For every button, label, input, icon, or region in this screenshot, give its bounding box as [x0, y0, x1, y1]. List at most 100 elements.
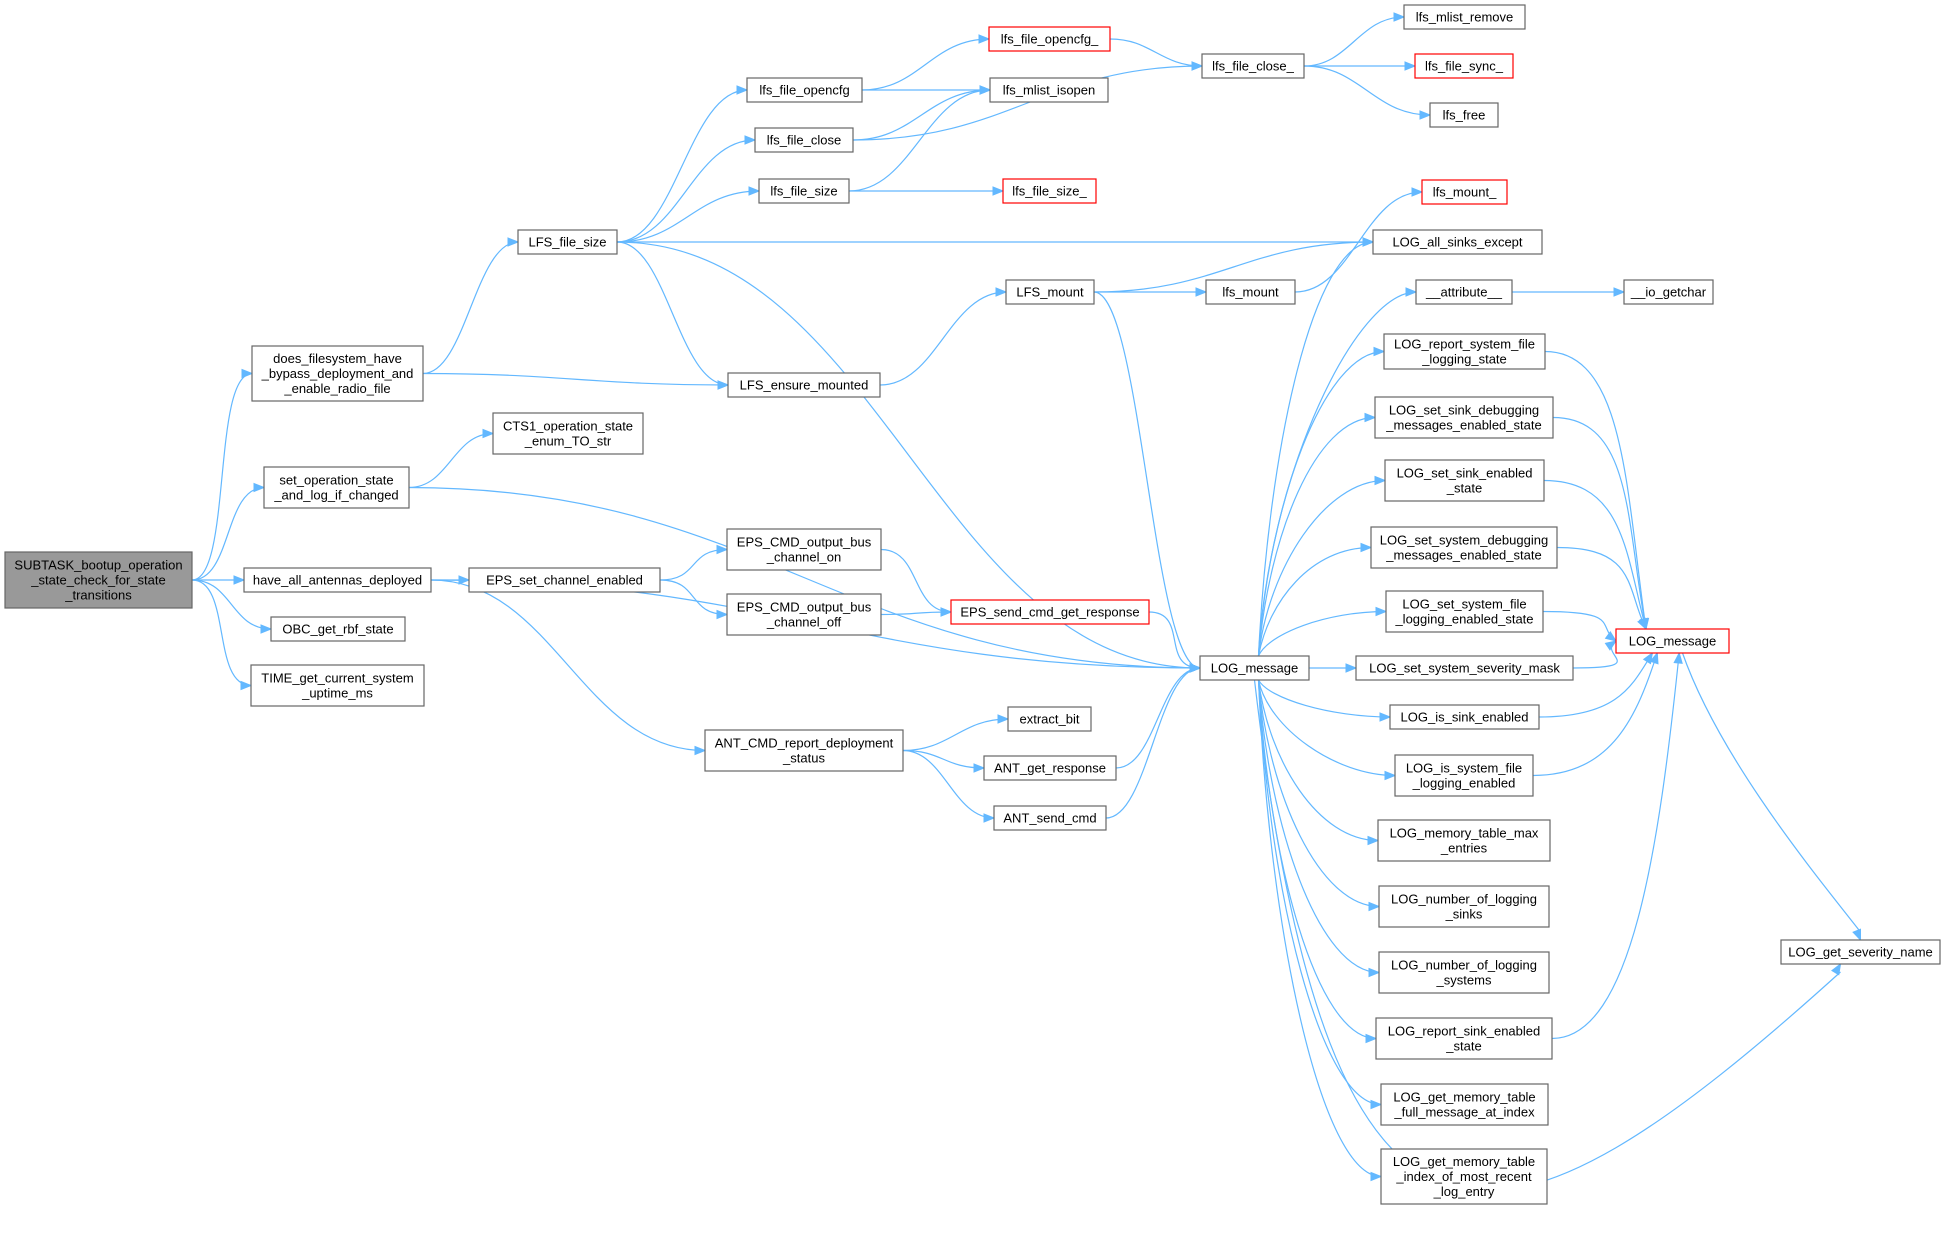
call-edge-log_set_sev-to-LOG_message_r: [1572, 640, 1618, 669]
node-box: [1623, 279, 1714, 305]
function-node-LOG_all_sinks_except[interactable]: LOG_all_sinks_except: [1372, 229, 1543, 255]
node-label: lfs_mount_: [1433, 185, 1497, 200]
edge-arrowhead: [482, 428, 495, 439]
function-node-lfs_file_close_[interactable]: lfs_file_close_: [1201, 53, 1305, 79]
edge-arrowhead: [716, 609, 729, 620]
function-node-lfs_mlist_remove[interactable]: lfs_mlist_remove: [1403, 4, 1526, 30]
function-node-log_set_sys_dbg[interactable]: LOG_set_system_debugging_messages_enable…: [1370, 526, 1558, 569]
node-box: [1780, 939, 1941, 965]
node-box: [1380, 1148, 1548, 1205]
function-node-LFS_mount[interactable]: LFS_mount: [1005, 279, 1095, 305]
edge-arrowhead: [1362, 237, 1375, 247]
edge-line: [852, 65, 1203, 141]
call-edge-LFS_file_size-to-lfs_file_size: [616, 186, 761, 243]
function-node-lfs_mount_[interactable]: lfs_mount_: [1421, 179, 1508, 205]
function-node-eps_bus_on[interactable]: EPS_CMD_output_bus_channel_on: [726, 528, 882, 571]
function-node-eps_set_ch[interactable]: EPS_set_channel_enabled: [468, 567, 661, 593]
node-box: [270, 616, 406, 642]
node-box: [988, 26, 1111, 52]
function-node-log_rep_sink[interactable]: LOG_report_sink_enabled_state: [1375, 1017, 1553, 1060]
node-label: does_filesystem_have: [273, 351, 402, 366]
function-node-eps_send[interactable]: EPS_send_cmd_get_response: [950, 599, 1150, 625]
function-node-log_set_sink_dbg[interactable]: LOG_set_sink_debugging_messages_enabled_…: [1374, 396, 1554, 439]
function-node-lfs_file_size[interactable]: lfs_file_size: [758, 178, 850, 204]
call-edge-lfs_mount-to-lfs_mount_: [1294, 187, 1424, 293]
function-node-log_is_sink[interactable]: LOG_is_sink_enabled: [1389, 704, 1540, 730]
node-box: [517, 229, 618, 255]
node-box: [1370, 526, 1558, 569]
function-node-eps_bus_off[interactable]: EPS_CMD_output_bus_channel_off: [726, 593, 882, 636]
node-box: [950, 599, 1150, 625]
function-node-log_set_sev[interactable]: LOG_set_system_severity_mask: [1355, 655, 1574, 681]
edge-arrowhead: [983, 813, 996, 823]
function-node-lfs_mlist_isopen[interactable]: lfs_mlist_isopen: [989, 77, 1109, 103]
function-node-log_set_sys_file[interactable]: LOG_set_system_file_logging_enabled_stat…: [1385, 590, 1544, 633]
function-node-log_rep_sys[interactable]: LOG_report_system_file_logging_state: [1383, 333, 1546, 370]
edge-line: [659, 548, 728, 581]
function-node-log_mem_max[interactable]: LOG_memory_table_max_entries: [1377, 819, 1551, 862]
function-node-extract_bit[interactable]: extract_bit: [1007, 706, 1092, 732]
node-box: [1007, 706, 1092, 732]
edge-arrowhead: [1405, 287, 1418, 297]
node-label: LOG_report_system_file: [1394, 337, 1535, 352]
function-node-ant_send_cmd[interactable]: ANT_send_cmd: [993, 805, 1107, 831]
edge-line: [1105, 667, 1201, 819]
function-node-log_set_sink_en[interactable]: LOG_set_sink_enabled_state: [1384, 459, 1545, 502]
function-node-log_get_full[interactable]: LOG_get_memory_table_full_message_at_ind…: [1380, 1083, 1549, 1126]
function-node-does_fs[interactable]: does_filesystem_have_bypass_deployment_a…: [251, 345, 424, 402]
function-node-log_num_sys[interactable]: LOG_number_of_logging_systems: [1378, 951, 1550, 994]
edge-arrowhead: [1852, 928, 1861, 942]
function-node-io_getchar[interactable]: __io_getchar: [1623, 279, 1714, 305]
node-box: [704, 729, 904, 772]
edge-arrowhead: [1393, 12, 1406, 22]
function-node-LFS_ensure_mounted[interactable]: LFS_ensure_mounted: [727, 372, 881, 398]
function-node-obc_rbf[interactable]: OBC_get_rbf_state: [270, 616, 406, 642]
function-node-LOG_message_r[interactable]: LOG_message: [1615, 628, 1730, 654]
function-node-lfs_file_opencfg[interactable]: lfs_file_opencfg: [746, 77, 863, 103]
function-node-lfs_file_size_[interactable]: lfs_file_size_: [1002, 178, 1097, 204]
edge-line: [1148, 611, 1201, 669]
function-node-time_up[interactable]: TIME_get_current_system_uptime_ms: [250, 664, 425, 707]
node-label: lfs_file_sync_: [1425, 59, 1504, 74]
function-node-lfs_mount[interactable]: lfs_mount: [1205, 279, 1296, 305]
function-node-lfs_free[interactable]: lfs_free: [1429, 102, 1499, 128]
function-node-LFS_file_size[interactable]: LFS_file_size: [517, 229, 618, 255]
node-box: [1389, 704, 1540, 730]
node-label: lfs_mlist_isopen: [1003, 83, 1096, 98]
function-node-log_num_sinks[interactable]: LOG_number_of_logging_sinks: [1378, 885, 1550, 928]
function-node-LOG_message[interactable]: LOG_message: [1199, 655, 1310, 681]
function-node-ant_get_resp[interactable]: ANT_get_response: [983, 755, 1117, 781]
function-node-attribute[interactable]: __attribute__: [1415, 279, 1513, 305]
function-node-cts1_enum[interactable]: CTS1_operation_state_enum_TO_str: [492, 412, 644, 455]
function-node-log_sev_name[interactable]: LOG_get_severity_name: [1780, 939, 1941, 965]
call-edge-eps_send-to-LOG_message: [1148, 611, 1202, 673]
function-node-log_get_idx[interactable]: LOG_get_memory_table_index_of_most_recen…: [1380, 1148, 1548, 1205]
function-node-ant_report[interactable]: ANT_CMD_report_deployment_status: [704, 729, 904, 772]
function-node-subtask[interactable]: SUBTASK_bootup_operation_state_check_for…: [4, 551, 193, 609]
function-node-lfs_file_opencfg_[interactable]: lfs_file_opencfg_: [988, 26, 1111, 52]
node-box: [1415, 279, 1513, 305]
edge-line: [1093, 241, 1374, 293]
edge-line: [1551, 652, 1680, 1040]
edge-line: [1538, 652, 1653, 718]
edge-arrowhead: [253, 482, 266, 493]
node-box: [726, 528, 882, 571]
edge-arrowhead: [1191, 61, 1204, 71]
edge-arrowhead: [979, 85, 992, 95]
call-edge-lfs_file_size-to-lfs_mlist_isopen: [848, 85, 992, 192]
edge-arrowhead: [1345, 663, 1358, 673]
edge-arrowhead: [748, 186, 761, 196]
function-node-lfs_file_close[interactable]: lfs_file_close: [754, 127, 854, 153]
node-label: _channel_off: [766, 615, 842, 630]
function-node-log_is_sys_file[interactable]: LOG_is_system_file_logging_enabled: [1394, 754, 1534, 797]
node-label: LOG_all_sinks_except: [1392, 235, 1522, 250]
node-label: _bypass_deployment_and: [261, 366, 414, 381]
node-box: [746, 77, 863, 103]
node-box: [1378, 951, 1550, 994]
function-node-have_ant[interactable]: have_all_antennas_deployed: [243, 567, 432, 593]
edge-line: [879, 291, 1007, 386]
function-node-set_op[interactable]: set_operation_state_and_log_if_changed: [263, 466, 410, 509]
node-box: [754, 127, 854, 153]
function-node-lfs_file_sync_[interactable]: lfs_file_sync_: [1414, 53, 1514, 79]
